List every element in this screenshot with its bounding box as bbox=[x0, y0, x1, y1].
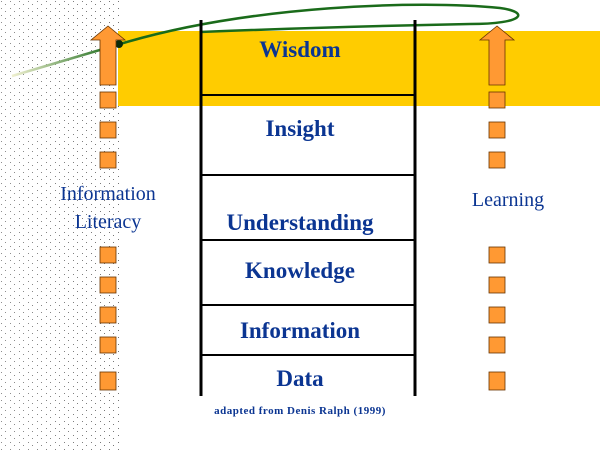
level-knowledge: Knowledge bbox=[245, 258, 355, 283]
level-wisdom: Wisdom bbox=[259, 37, 340, 62]
wisdom-band bbox=[118, 31, 600, 106]
left-arrow-icon bbox=[89, 25, 127, 391]
level-understanding: Understanding bbox=[227, 210, 374, 235]
right-arrow-icon bbox=[478, 25, 516, 391]
right-label: Learning bbox=[472, 189, 544, 211]
left-label-line2: Literacy bbox=[75, 211, 142, 233]
citation: adapted from Denis Ralph (1999) bbox=[214, 405, 386, 417]
left-label-line1: Information bbox=[60, 183, 156, 205]
level-insight: Insight bbox=[265, 116, 334, 141]
ladder-rungs bbox=[201, 94, 415, 356]
orbit-node bbox=[115, 40, 123, 48]
orbit-curve bbox=[11, 3, 520, 78]
level-information: Information bbox=[240, 318, 360, 343]
ladder bbox=[199, 20, 417, 396]
level-data: Data bbox=[276, 366, 324, 391]
